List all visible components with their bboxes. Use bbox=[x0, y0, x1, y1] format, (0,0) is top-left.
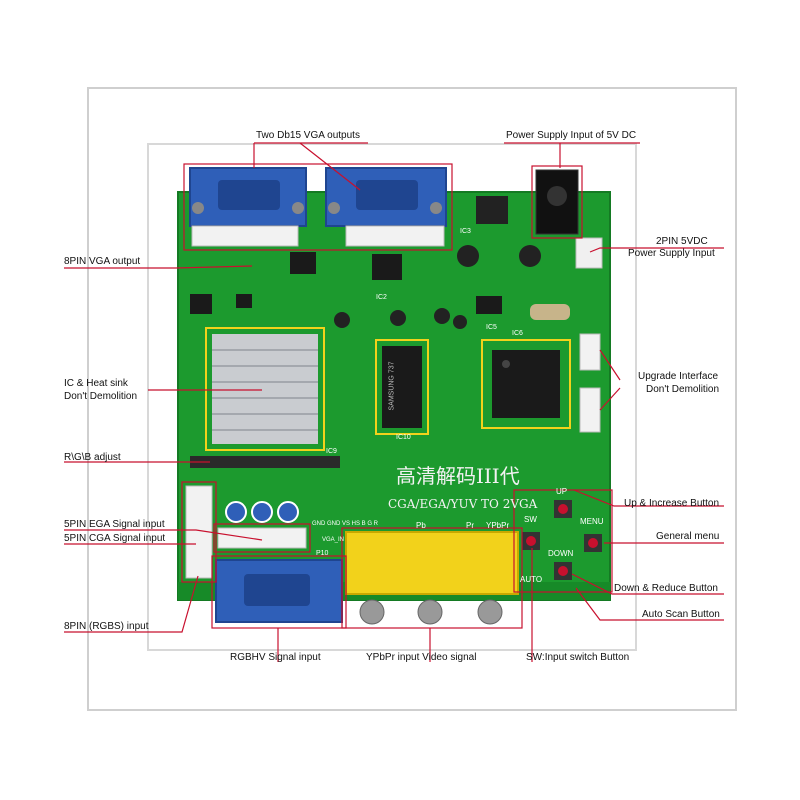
voltage-regulator bbox=[476, 196, 508, 224]
scaler-ic bbox=[492, 350, 560, 418]
label-upgrade-1: Upgrade Interface bbox=[638, 371, 719, 382]
label-two-db15-vga: Two Db15 VGA outputs bbox=[256, 130, 360, 141]
crystal bbox=[530, 304, 570, 320]
capacitor bbox=[434, 308, 450, 324]
outline-buttons bbox=[513, 489, 613, 593]
board-ic3: IC3 bbox=[460, 228, 471, 235]
board-ic2: IC2 bbox=[376, 294, 387, 301]
label-rgb-adjust: R\G\B adjust bbox=[64, 452, 121, 463]
vga-output-right bbox=[325, 167, 447, 247]
label-cga-signal: 5PIN CGA Signal input bbox=[64, 533, 166, 544]
small-ic bbox=[190, 294, 212, 314]
label-down-reduce: Down & Reduce Button bbox=[614, 583, 718, 594]
label-ega-signal: 5PIN EGA Signal input bbox=[64, 519, 165, 530]
upgrade-header bbox=[579, 333, 601, 371]
label-8pin-vga-output: 8PIN VGA output bbox=[64, 256, 141, 267]
power-jack bbox=[535, 169, 603, 269]
label-ic-heatsink-1: IC & Heat sink bbox=[64, 378, 128, 389]
egacga-header bbox=[217, 527, 307, 549]
board-subtitle: CGA/EGA/YUV TO 2VGA bbox=[388, 497, 538, 511]
board-ic-main: SAMSUNG 737 bbox=[388, 361, 396, 411]
label-ic-heatsink-2: Don't Demolition bbox=[64, 391, 138, 402]
ic-heatsink-outline bbox=[205, 327, 325, 451]
board-btn-sw: SW bbox=[524, 515, 537, 524]
upgrade-header bbox=[579, 387, 601, 433]
board-gnd-pins: GND GND VS HS B G R bbox=[312, 521, 379, 527]
board-ic5: IC5 bbox=[486, 324, 497, 331]
outline-power bbox=[531, 165, 583, 239]
heatsink bbox=[212, 334, 318, 444]
label-general-menu: General menu bbox=[656, 531, 720, 542]
label-ypbpr-video: YPbPr input Video signal bbox=[366, 652, 477, 663]
label-sw-input-switch: SW:Input switch Button bbox=[526, 652, 630, 663]
board-ic6: IC6 bbox=[512, 330, 523, 337]
small-ic bbox=[372, 254, 402, 280]
scaler-ic-outline bbox=[481, 339, 571, 429]
board-ic9: IC9 bbox=[326, 448, 337, 455]
board-title-cn: 高清解码III代 bbox=[396, 464, 520, 488]
heatsink-fins bbox=[212, 349, 318, 431]
vga-output-left bbox=[189, 167, 307, 247]
outline-vga-outputs bbox=[183, 163, 453, 251]
rgb-adjust-pots bbox=[225, 501, 299, 523]
capacitor bbox=[519, 245, 541, 267]
label-2pin-5vdc-1: 2PIN 5VDC bbox=[656, 236, 708, 247]
label-8pin-rgbs: 8PIN (RGBS) input bbox=[64, 621, 149, 632]
small-ic bbox=[476, 296, 502, 314]
small-ic bbox=[290, 252, 316, 274]
label-power-5v-dc: Power Supply Input of 5V DC bbox=[506, 130, 637, 141]
board-btn-menu: MENU bbox=[580, 517, 604, 526]
capacitor bbox=[390, 310, 406, 326]
memory-ic-outline bbox=[375, 339, 429, 435]
board-rca-pr: Pr bbox=[466, 521, 474, 530]
board-vga-in: VGA_IN bbox=[322, 537, 345, 543]
memory-ic bbox=[382, 346, 422, 428]
capacitor bbox=[457, 245, 479, 267]
label-2pin-5vdc-2: Power Supply Input bbox=[628, 248, 715, 259]
board-btn-down: DOWN bbox=[548, 549, 574, 558]
capacitor bbox=[334, 312, 350, 328]
board-p10: P10 bbox=[316, 550, 329, 557]
label-rgbhv-signal: RGBHV Signal input bbox=[230, 652, 321, 663]
board-ic10: IC10 bbox=[396, 434, 411, 441]
board-btn-up: UP bbox=[556, 487, 568, 496]
pin-header-row bbox=[190, 456, 340, 468]
vga-input bbox=[215, 559, 343, 623]
label-up-increase: Up & Increase Button bbox=[624, 498, 720, 509]
board-rca-pb: Pb bbox=[416, 521, 426, 530]
rca-block bbox=[345, 531, 519, 625]
outline-rgbs bbox=[181, 481, 217, 583]
label-auto-scan: Auto Scan Button bbox=[642, 609, 720, 620]
outline-rgbhv bbox=[211, 555, 347, 629]
board-rca-ypbpr: YPbPr bbox=[486, 521, 510, 530]
capacitor bbox=[453, 315, 467, 329]
small-ic bbox=[236, 294, 252, 308]
outline-rca bbox=[341, 527, 523, 629]
label-upgrade-2: Don't Demolition bbox=[646, 384, 720, 395]
outline-egacga bbox=[213, 523, 311, 553]
board-btn-auto: AUTO bbox=[520, 575, 543, 584]
leader-lines bbox=[64, 142, 724, 662]
